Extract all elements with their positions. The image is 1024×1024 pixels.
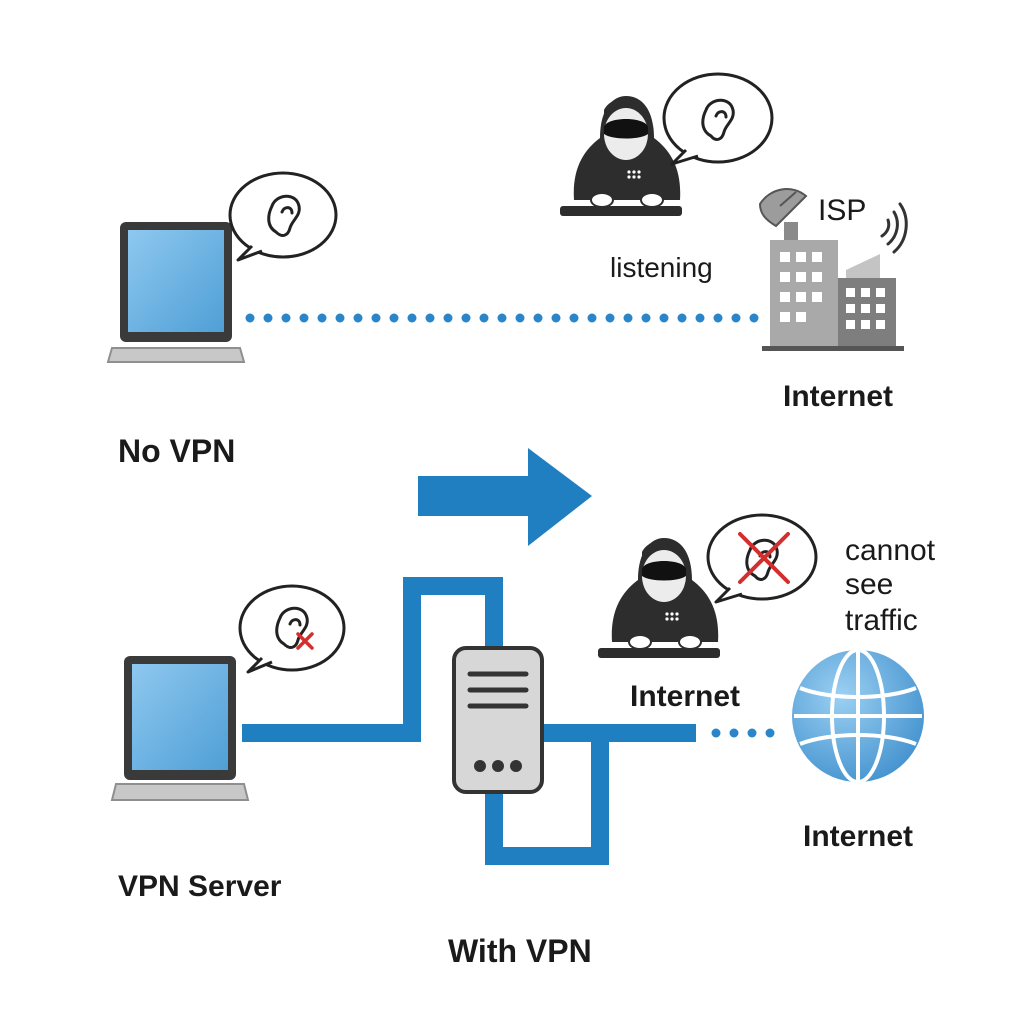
- globe-icon: [792, 648, 924, 784]
- internet-label-top: Internet: [783, 380, 893, 413]
- hacker-icon: [598, 538, 720, 658]
- internet-label-globe: Internet: [803, 820, 913, 853]
- ear-icon: [275, 606, 309, 649]
- cannot-see-traffic-line-3: traffic: [845, 604, 918, 637]
- dotted-connection-top: [245, 313, 759, 323]
- building-icon: [762, 240, 904, 351]
- isp-label: ISP: [818, 194, 866, 227]
- hacker-icon: [560, 96, 682, 216]
- laptop-icon: [106, 222, 246, 363]
- with-vpn-label: With VPN: [448, 933, 592, 969]
- ear-icon: [267, 194, 301, 237]
- ear-bubble-bottom-laptop: [238, 584, 346, 674]
- ear-bubble-top-laptop: [228, 171, 338, 262]
- arrow-right-icon: [418, 448, 592, 546]
- cross-icon: [296, 632, 314, 650]
- vpn-server-label: VPN Server: [118, 870, 282, 903]
- cannot-see-traffic-line-1: cannot: [845, 534, 936, 567]
- ear-bubble-top-hacker: [662, 72, 774, 166]
- ear-bubble-bottom-hacker: [706, 513, 818, 604]
- server-icon: [452, 646, 544, 794]
- satellite-dish-icon: [758, 188, 808, 244]
- vpn-tunnel-lines: [242, 577, 696, 865]
- internet-label-middle: Internet: [630, 680, 740, 713]
- listening-label: listening: [610, 252, 713, 283]
- cannot-see-traffic-line-2: see: [845, 568, 893, 601]
- dotted-connection-bottom: [711, 728, 775, 738]
- cross-icon: [738, 532, 790, 584]
- laptop-icon: [110, 656, 250, 801]
- wifi-signal-icon: [880, 202, 908, 254]
- no-vpn-label: No VPN: [118, 433, 235, 469]
- ear-icon: [701, 98, 735, 141]
